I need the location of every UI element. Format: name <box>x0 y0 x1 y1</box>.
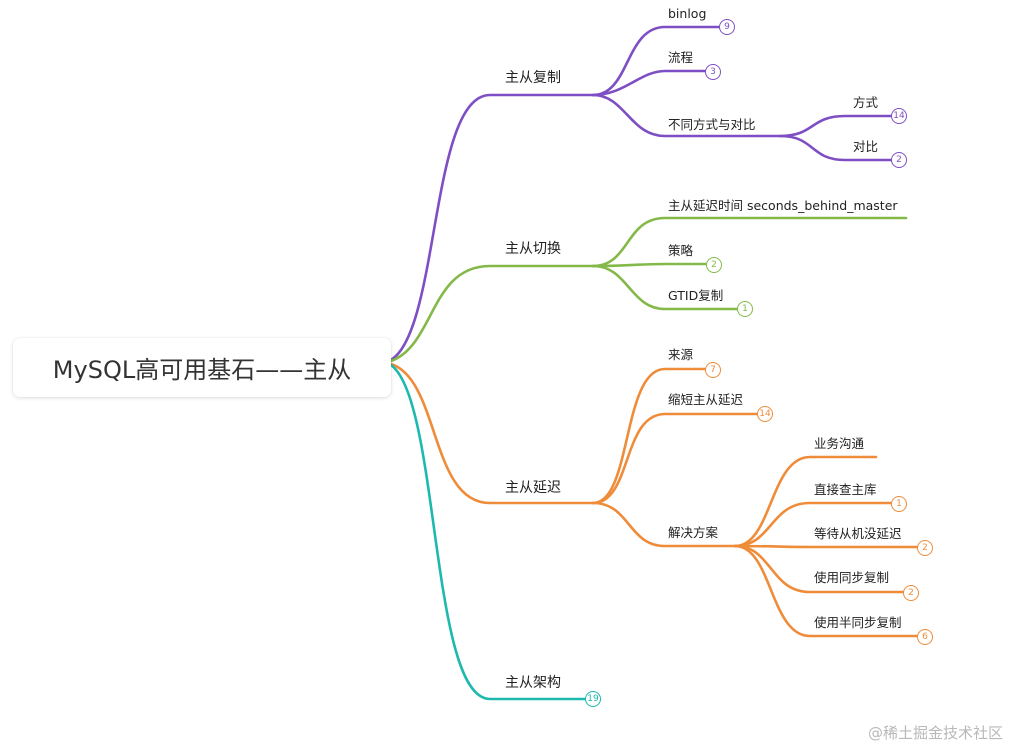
node-compare[interactable]: 对比 <box>853 139 879 154</box>
root-title: MySQL高可用基石——主从 <box>52 356 352 384</box>
count-badge-flow[interactable]: 3 <box>705 64 721 80</box>
node-flow[interactable]: 流程 <box>668 50 694 65</box>
watermark: @稀土掘金技术社区 <box>868 724 1004 742</box>
node-delay-time[interactable]: 主从延迟时间 seconds_behind_master <box>668 198 898 213</box>
count-badge-wait[interactable]: 2 <box>917 540 933 556</box>
node-sync[interactable]: 使用同步复制 <box>814 570 890 585</box>
edge-root-arch <box>389 363 588 701</box>
node-shorten[interactable]: 缩短主从延迟 <box>668 392 744 407</box>
node-gtid[interactable]: GTID复制 <box>668 288 724 303</box>
count-badge-source[interactable]: 7 <box>705 362 721 378</box>
node-source[interactable]: 来源 <box>668 347 694 362</box>
node-arch[interactable]: 主从架构 <box>505 675 561 691</box>
node-solution[interactable]: 解决方案 <box>668 525 719 540</box>
edge-replication-methods <box>591 93 782 138</box>
edge-solution-sync <box>733 544 906 594</box>
root-node[interactable]: MySQL高可用基石——主从 <box>13 338 391 397</box>
count-badge-compare[interactable]: 2 <box>891 152 907 168</box>
node-wait[interactable]: 等待从机没延迟 <box>814 526 902 541</box>
edge-root-delay <box>389 362 595 505</box>
edge-delay-solution <box>591 501 737 548</box>
edge-switch-delaytime <box>591 216 908 268</box>
count-badge-shorten[interactable]: 14 <box>757 406 773 422</box>
edge-methods-ways <box>778 114 894 138</box>
node-semisync[interactable]: 使用半同步复制 <box>814 615 902 630</box>
edge-replication-binlog <box>591 25 722 97</box>
edge-switch-gtid <box>591 264 740 311</box>
node-direct[interactable]: 直接查主库 <box>814 482 877 497</box>
node-methods[interactable]: 不同方式与对比 <box>668 117 756 132</box>
count-badge-direct[interactable]: 1 <box>891 496 907 512</box>
node-replication[interactable]: 主从复制 <box>505 70 561 86</box>
count-badge-strategy[interactable]: 2 <box>706 257 722 273</box>
edge-root-replication <box>389 93 595 362</box>
node-binlog[interactable]: binlog <box>668 6 707 21</box>
edge-solution-semisync <box>733 544 920 638</box>
edge-delay-shorten <box>591 412 760 505</box>
node-strategy[interactable]: 策略 <box>668 243 694 258</box>
edge-replication-flow <box>591 69 708 97</box>
count-badge-sync[interactable]: 2 <box>903 585 919 601</box>
count-badge-gtid[interactable]: 1 <box>737 301 753 317</box>
count-badge-binlog[interactable]: 9 <box>719 19 735 35</box>
count-badge-semisync[interactable]: 6 <box>917 629 933 645</box>
edge-root-switch <box>389 264 595 363</box>
edge-solution-wait <box>733 544 920 549</box>
edge-switch-strategy <box>591 262 709 268</box>
count-badge-ways[interactable]: 14 <box>891 108 907 124</box>
edge-methods-compare <box>778 134 894 162</box>
node-delay[interactable]: 主从延迟 <box>505 480 561 496</box>
count-badge-arch[interactable]: 19 <box>585 691 601 707</box>
edge-solution-direct <box>733 501 894 548</box>
node-ways[interactable]: 方式 <box>853 95 879 110</box>
node-switch[interactable]: 主从切换 <box>505 241 561 257</box>
node-biz[interactable]: 业务沟通 <box>814 436 865 451</box>
edge-solution-biz <box>733 455 878 548</box>
edge-delay-source <box>591 367 708 505</box>
